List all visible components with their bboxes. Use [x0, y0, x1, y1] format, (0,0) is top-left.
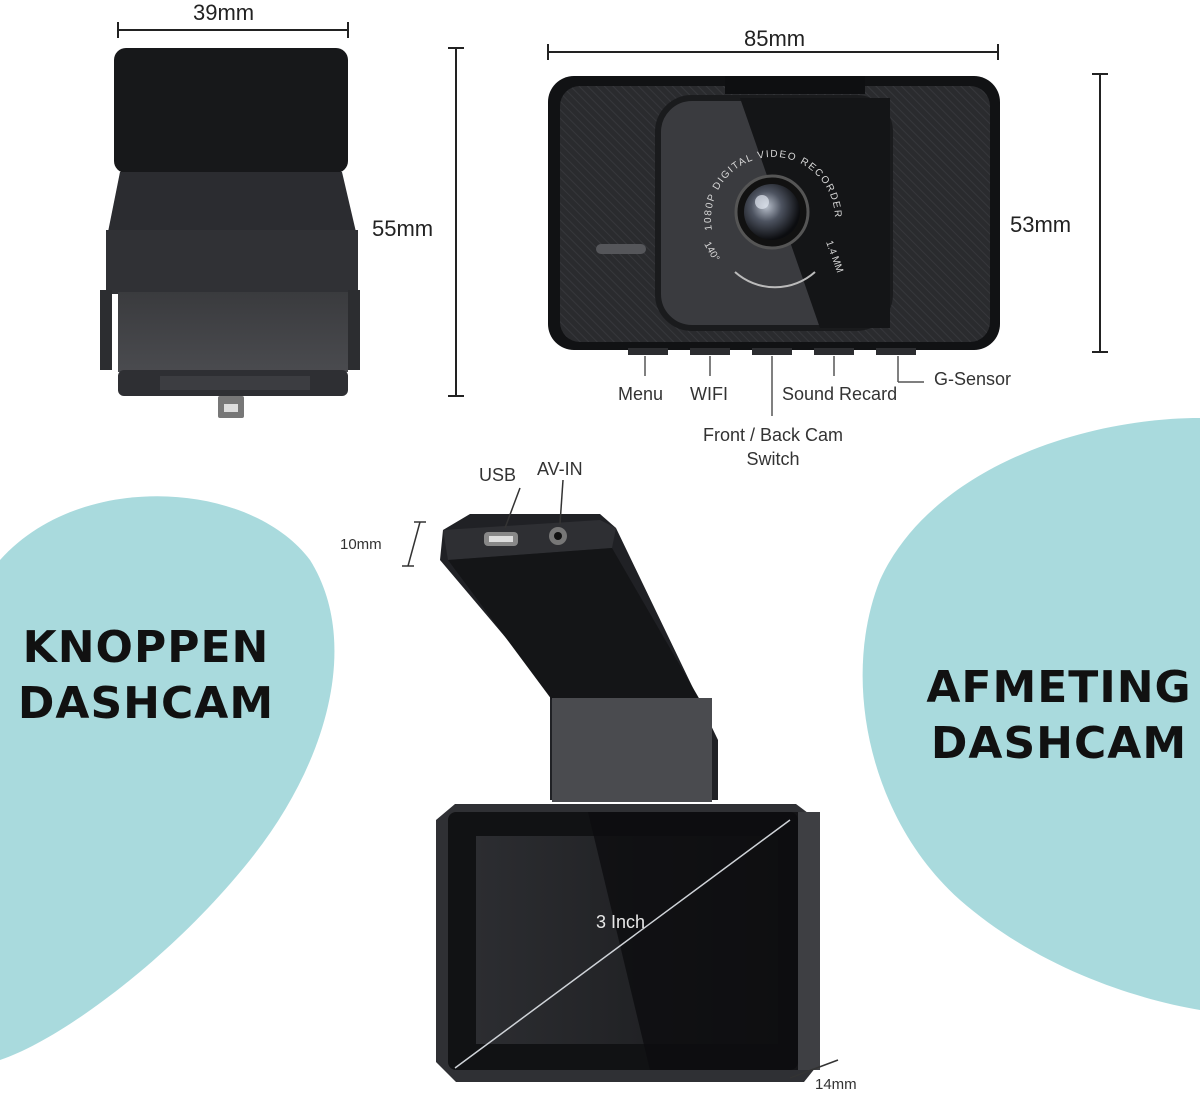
menu-button-label: Menu	[618, 384, 664, 404]
left-heading-line1: KNOPPEN	[22, 622, 270, 673]
right-heading: AFMETING DASHCAM	[918, 660, 1200, 772]
front-view-device	[548, 76, 1000, 355]
switch-label-line1: Front / Back Cam	[702, 425, 844, 445]
right-teal-blob	[862, 418, 1200, 1010]
gsensor-button-label: G-Sensor	[934, 369, 1012, 389]
thickness-side-label: 14mm	[815, 1076, 857, 1093]
wifi-button-label: WIFI	[690, 384, 728, 404]
right-heading-line1: AFMETING	[926, 662, 1192, 713]
left-heading: KNOPPEN DASHCAM	[0, 620, 292, 732]
screen-size-label: 3 Inch	[596, 912, 646, 932]
front-width-label: 85mm	[744, 26, 806, 51]
side-height-label: 55mm	[372, 216, 434, 241]
sound-button-label: Sound Recard	[782, 384, 898, 404]
switch-label-line2: Switch	[746, 449, 800, 469]
av-in-port-label: AV-IN	[537, 459, 583, 479]
left-teal-blob	[0, 496, 335, 1060]
thickness-top-label: 10mm	[340, 536, 382, 553]
side-view-device	[100, 48, 360, 418]
switch-button-label: Front / Back Cam Switch	[690, 423, 856, 471]
front-height-label: 53mm	[1010, 212, 1072, 237]
perspective-device	[436, 514, 820, 1082]
right-heading-line2: DASHCAM	[930, 718, 1188, 769]
left-heading-line2: DASHCAM	[17, 678, 275, 729]
side-width-label: 39mm	[193, 0, 255, 25]
usb-port-label: USB	[479, 465, 517, 485]
